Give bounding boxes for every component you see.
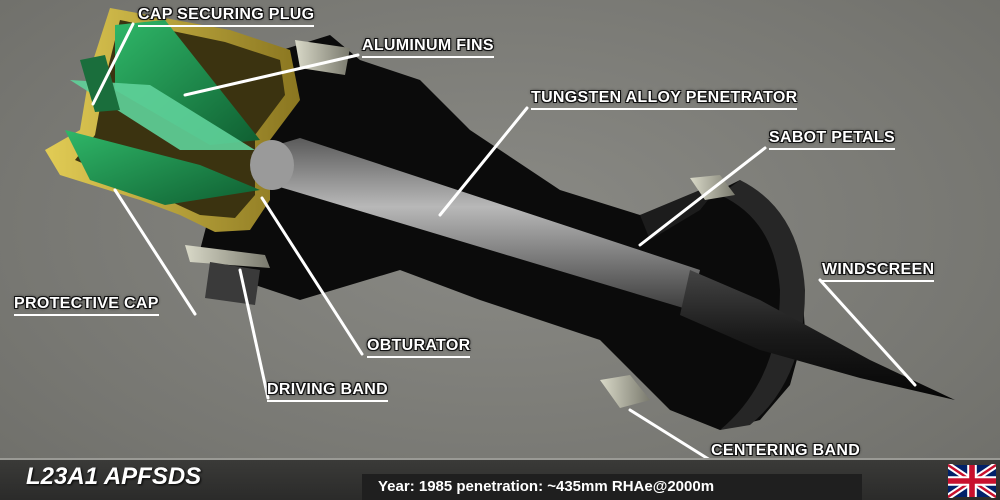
- info-bar: [362, 474, 862, 500]
- leader-cap-securing-plug: [91, 22, 135, 106]
- label-sabot-petals: SABOT PETALS: [769, 129, 895, 150]
- label-cap-securing-plug: CAP SECURING PLUG: [138, 6, 315, 27]
- penetrator-head: [250, 140, 294, 190]
- fin-upper: [115, 20, 260, 145]
- leader-protective-cap: [113, 188, 197, 316]
- leader-sabot-petals: [638, 146, 767, 247]
- penetrator-rod: [255, 138, 700, 310]
- leader-lines: [91, 22, 917, 462]
- label-protective-cap: PROTECTIVE CAP: [14, 295, 159, 316]
- leader-tungsten: [438, 106, 529, 217]
- label-driving-band: DRIVING BAND: [267, 381, 388, 402]
- penetrator-tip: [680, 270, 955, 400]
- label-windscreen: WINDSCREEN: [822, 261, 935, 282]
- leader-obturator: [260, 196, 364, 356]
- leader-driving-band: [238, 268, 270, 400]
- label-obturator: OBTURATOR: [367, 337, 471, 358]
- leader-windscreen: [818, 278, 917, 387]
- leader-aluminum-fins: [183, 53, 360, 97]
- fin-edge: [80, 55, 120, 112]
- leader-centering-band: [628, 408, 712, 462]
- fin-lower: [65, 130, 260, 205]
- label-tungsten-penetrator: TUNGSTEN ALLOY PENETRATOR: [531, 89, 798, 110]
- label-aluminum-fins: ALUMINUM FINS: [362, 37, 494, 58]
- round-title: L23A1 APFSDS: [26, 463, 202, 490]
- round-info: Year: 1985 penetration: ~435mm RHAe@2000…: [378, 478, 715, 495]
- uk-flag-icon: [948, 464, 996, 498]
- sabot-front-rim: [720, 180, 805, 430]
- driving-band-shape: [185, 245, 270, 268]
- centering-band-lower: [600, 375, 650, 408]
